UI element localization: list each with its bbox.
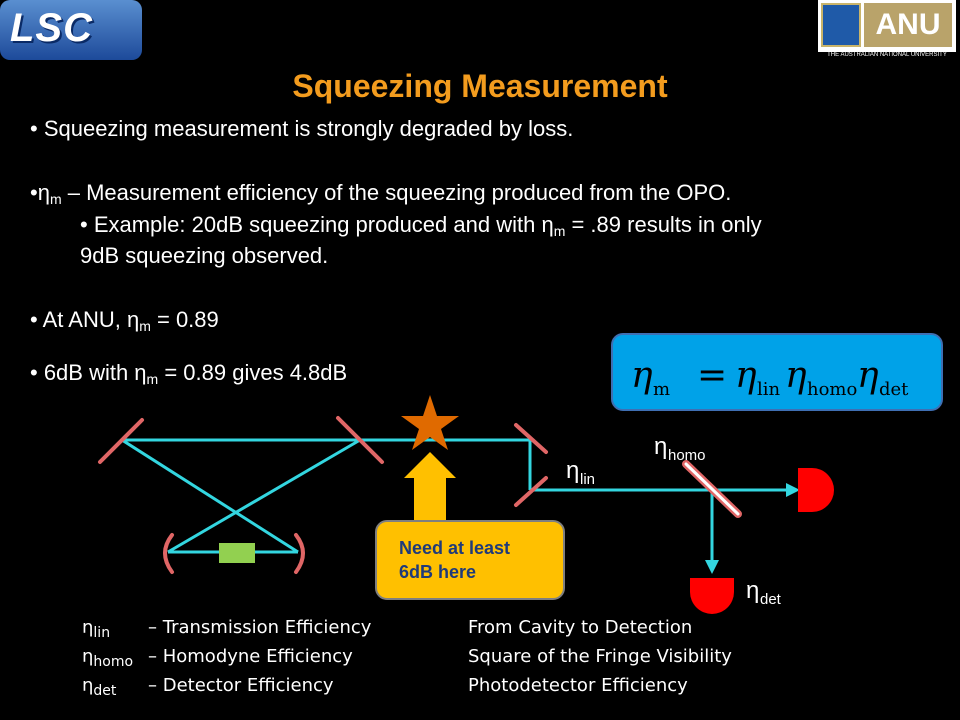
eq-t3: η xyxy=(857,355,879,396)
cavity-diagonal-beam-1 xyxy=(121,438,299,554)
legend-sub: homo xyxy=(93,654,134,670)
arrowhead-right xyxy=(786,483,800,497)
bullet-example: • Example: 20dB squeezing produced and w… xyxy=(80,212,762,239)
legend-desc-det: – Detector Efficiency xyxy=(148,675,334,696)
cavity-mirror-left xyxy=(98,418,144,464)
arrowhead-down xyxy=(705,560,719,574)
bullet-example-text: • Example: 20dB squeezing produced and w… xyxy=(80,212,554,237)
legend-sub: det xyxy=(93,683,117,699)
legend-eta: η xyxy=(82,675,94,696)
star-icon xyxy=(401,395,459,450)
eq-t3-sub: det xyxy=(879,379,909,400)
legend-eta: η xyxy=(82,646,94,667)
bullet-example-rest: = .89 results in only xyxy=(565,212,762,237)
callout-box: Need at least 6dB here xyxy=(375,520,565,600)
anu-logo-text: ANU xyxy=(864,3,952,47)
anu-logo: ANU xyxy=(818,0,956,52)
bullet-anu: • At ANU, ηm = 0.89 xyxy=(30,307,219,334)
slide-title: Squeezing Measurement xyxy=(292,68,668,104)
equation-svg: η m = η lin η homo η det xyxy=(631,355,909,400)
steering-mirror-top xyxy=(514,423,548,454)
eq-lhs-sub: m xyxy=(653,379,670,400)
homodyne-detector-icon xyxy=(798,468,834,512)
curved-mirror-right xyxy=(294,533,305,574)
legend-note-det: Photodetector Efficiency xyxy=(468,675,688,696)
legend-note-text: Square of the Fringe Visibility xyxy=(468,646,732,667)
eq-t1: η xyxy=(735,355,757,396)
eq-t2-sub: homo xyxy=(807,379,857,400)
label-eta-lin: η xyxy=(566,457,579,484)
cavity-diagonal-beam-2 xyxy=(167,438,361,554)
loss-detector-icon xyxy=(690,578,734,614)
legend-note-lin: From Cavity to Detection xyxy=(468,617,692,638)
curved-mirror-left xyxy=(163,533,174,574)
bullet-loss: • Squeezing measurement is strongly degr… xyxy=(30,116,573,142)
legend-sub: lin xyxy=(93,625,111,641)
lsc-logo-text: LSC xyxy=(10,6,93,50)
bullet-example-sub: m xyxy=(553,223,566,239)
eq-t1-sub: lin xyxy=(757,379,781,400)
legend-desc-lin: – Transmission Efficiency xyxy=(148,617,372,638)
legend-row-det: ηdet xyxy=(82,675,116,699)
label-eta-det-sub: det xyxy=(760,591,782,608)
label-eta-homo: η xyxy=(654,433,667,460)
bullet-measurement-efficiency: •ηm – Measurement efficiency of the sque… xyxy=(30,180,731,207)
label-eta-lin-sub: lin xyxy=(580,471,595,488)
legend-eta: η xyxy=(82,617,94,638)
anu-subtitle: THE AUSTRALIAN NATIONAL UNIVERSITY xyxy=(827,52,947,58)
bullet-eta-sub: m xyxy=(49,191,62,207)
bullet-6db: • 6dB with ηm = 0.89 gives 4.8dB xyxy=(30,360,347,387)
anu-crest-icon xyxy=(821,3,861,47)
bullet-eta: •η xyxy=(30,180,50,205)
legend-note-text: From Cavity to Detection xyxy=(468,617,693,638)
eq-t2: η xyxy=(785,355,807,396)
bullet-loss-text: • Squeezing measurement is strongly degr… xyxy=(30,116,574,141)
bullet-anu-rest: = 0.89 xyxy=(150,307,219,332)
bullet-anu-sub: m xyxy=(139,318,151,334)
legend-row-homo: ηhomo xyxy=(82,646,133,670)
legend-row-lin: ηlin xyxy=(82,617,110,641)
legend-note-homo: Square of the Fringe Visibility xyxy=(468,646,732,667)
callout-text: Need at least 6dB here xyxy=(399,538,511,582)
bullet-measurement-text: – Measurement efficiency of the squeezin… xyxy=(61,180,732,205)
eq-lhs: η xyxy=(631,355,653,396)
steering-mirror-bottom xyxy=(514,476,548,507)
up-arrow-icon xyxy=(404,452,456,522)
equation-box: η m = η lin η homo η det xyxy=(611,333,943,411)
bullet-6db-sub: m xyxy=(146,371,159,387)
cavity-mirror-right xyxy=(336,416,384,464)
bullet-example-line2: 9dB squeezing observed. xyxy=(80,243,329,268)
bullet-6db-rest: = 0.89 gives 4.8dB xyxy=(158,360,348,385)
label-eta-homo-sub: homo xyxy=(668,447,706,464)
legend-desc-homo: – Homodyne Efficiency xyxy=(148,646,353,667)
bullet-6db-text: • 6dB with η xyxy=(30,360,147,385)
eq-equals: = xyxy=(697,355,727,396)
bullet-anu-text: • At ANU, η xyxy=(30,307,140,332)
opo-crystal xyxy=(219,543,255,563)
lsc-logo: LSC xyxy=(0,0,142,60)
label-eta-det: η xyxy=(746,577,759,604)
legend-note-text: Photodetector Efficiency xyxy=(468,675,688,696)
